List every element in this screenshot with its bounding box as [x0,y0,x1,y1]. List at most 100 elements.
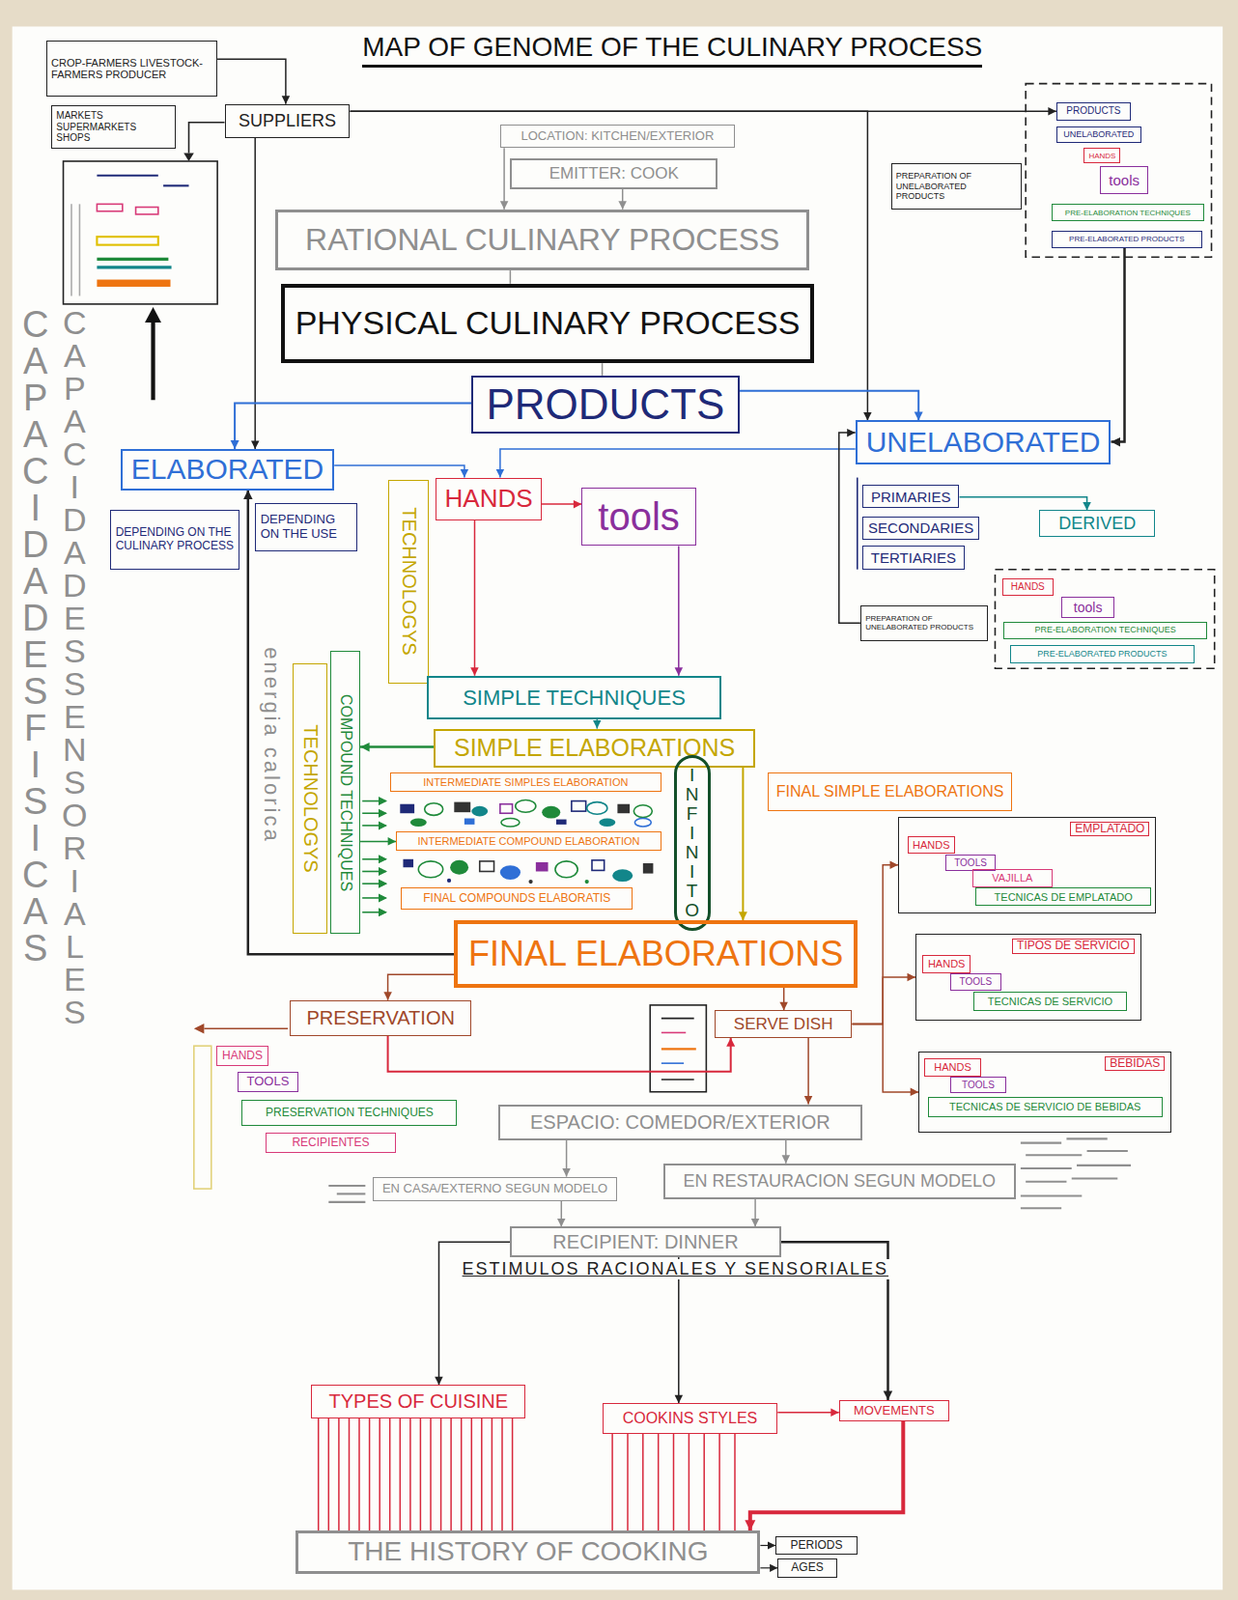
node-text: TECNICAS DE SERVICIO [987,995,1113,1009]
dot [501,818,520,827]
process-box: PRE-ELABORATION TECHNIQUES [1003,621,1208,640]
arrow-line [362,858,386,861]
dash [1020,1207,1062,1210]
process-box: PRE-ELABORATED PRODUCTS [1051,230,1203,249]
sketch-line [661,1078,695,1081]
arrowhead [782,1154,791,1164]
node-text: PHYSICAL CULINARY PROCESS [295,304,801,342]
sketch-line [96,257,169,261]
connector [852,1024,920,1098]
connector [217,58,290,105]
process-box: tools [1099,166,1149,195]
connector [470,520,479,676]
arrowhead [230,440,240,450]
dash [1025,1181,1067,1183]
connector-line [852,977,917,1025]
connector [318,1418,513,1531]
process-box: PRODUCTS [1056,102,1131,121]
dot [598,818,616,827]
node-text: RECIPIENT: DINNER [552,1231,738,1254]
connector [777,1408,840,1418]
connector-line [777,1411,840,1414]
connector [852,973,917,1025]
node-text: TOOLS [958,976,992,988]
dot [587,802,608,816]
connector [383,974,454,1000]
node-text: INFINITO [684,765,701,921]
compound-arrows [362,801,386,913]
process-box: MOVEMENTS [839,1400,950,1422]
dot [447,878,451,883]
node-text: PRESERVATION TECHNIQUES [265,1106,434,1121]
diagram-title: MAP OF GENOME OF THE CULINARY PROCESS [362,31,983,68]
dash [1071,1178,1119,1181]
node-text: VAJILLA [991,872,1033,885]
arrowhead [890,860,900,870]
process-box: RATIONAL CULINARY PROCESS [275,209,810,271]
process-box: PRIMARIES [862,484,959,508]
dot [634,818,651,827]
connector [1111,248,1126,448]
dash [1087,1150,1128,1153]
process-box: EMITTER: COOK [509,158,718,190]
arrowhead [744,1519,756,1531]
connector-line [677,545,680,676]
connector [759,1564,778,1573]
arrowhead [804,1096,814,1105]
connector-line [612,1434,735,1531]
node-text: FINAL SIMPLE ELABORATIONS [776,783,1005,801]
node-text: DERIVED [1058,513,1136,535]
dash [337,1192,366,1195]
arrowhead [592,720,602,730]
arrowhead [388,837,397,846]
elaboration-dots [399,800,653,885]
process-box: DEPENDING ON THE CULINARY PROCESS [110,509,240,569]
sketch-bar [96,280,170,287]
panel-box: TIPOS DE SERVICIOHANDSTOOLSTECNICAS DE S… [915,933,1142,1021]
connector-line [852,865,900,1025]
process-box: COOKINS STYLES [602,1403,779,1435]
node-text: PERIODS [789,1539,843,1553]
process-box: HANDS [907,836,957,855]
process-box: RECIPIENTES [265,1132,396,1154]
panel-box: BEBIDASHANDSTOOLSTECNICAS DE SERVICIO DE… [918,1051,1172,1134]
process-box: UNELABORATED [855,420,1112,464]
arrowhead [360,742,370,753]
dot [500,804,513,815]
node-text: TOOLS [247,1074,290,1090]
process-box: TECNICAS DE SERVICIO [973,991,1127,1012]
panel-heading: EMPLATADO [1069,821,1150,838]
dash [1020,1142,1062,1145]
connector [852,860,900,1024]
process-box: tools [581,487,696,546]
node-text: UNELABORATED [866,425,1101,460]
arrowhead [726,1038,735,1047]
connector [496,449,856,479]
process-box: DERIVED [1039,509,1155,537]
sketch-line [96,265,171,269]
process-box: PRESERVATION TECHNIQUES [241,1099,457,1126]
connector-line [350,110,1057,113]
node-text: RATIONAL CULINARY PROCESS [305,222,780,258]
node-text: COOKINS STYLES [622,1409,759,1428]
process-box: PREPARATION OF UNELABORATED PRODUCTS [891,163,1022,210]
arrowhead [144,307,162,323]
leader-line [203,1027,288,1030]
process-box: LOCATION: KITCHEN/EXTERIOR [500,124,735,148]
node-text: FINAL ELABORATIONS [468,933,844,974]
vertical-label: CAPACIDADES FISICAS [20,306,51,967]
arrowhead [1082,502,1092,511]
node-text: HANDS [222,1049,263,1064]
node-text: EN CASA/EXTERNO SEGUN MODELO [382,1181,608,1197]
dot [402,859,414,868]
leader-line [189,122,226,154]
node-text: DEPENDING ON THE USE [260,512,353,542]
arrow-line [362,800,386,803]
connector [804,1038,814,1105]
connector [360,742,434,753]
node-text: THE HISTORY OF COOKING [347,1536,708,1568]
arrow-line [362,911,386,914]
connector-line [474,520,477,676]
process-box: CROP-FARMERS LIVESTOCK-FARMERS PRODUCER [46,40,219,97]
